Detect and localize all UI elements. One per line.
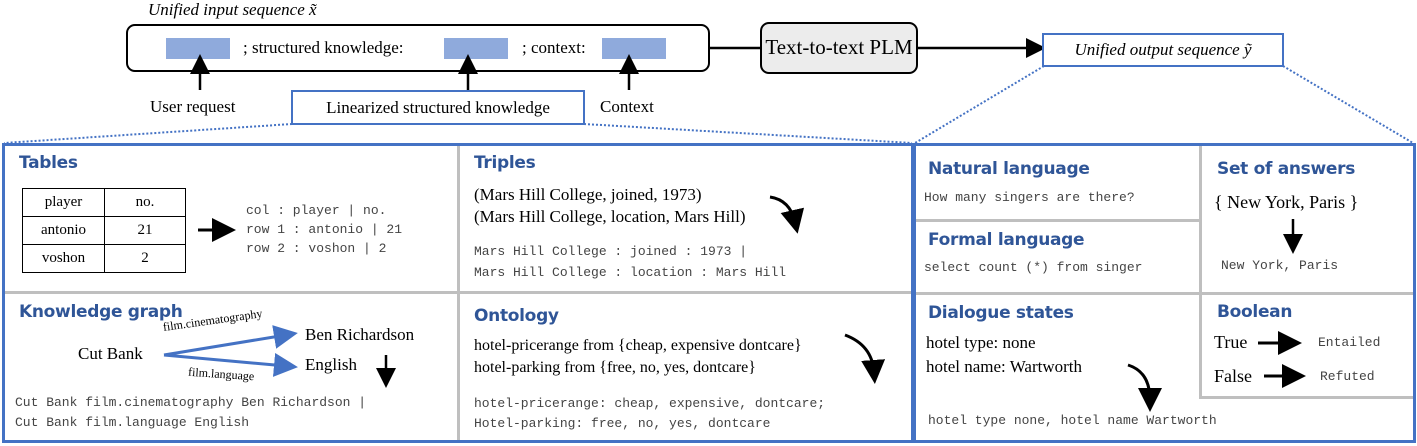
dialogue-states-title: Dialogue states: [928, 303, 1074, 323]
table-row: voshon 2: [22, 244, 186, 273]
answer-set: { New York, Paris }: [1214, 192, 1359, 212]
ontology-item: hotel-parking from {free, no, yes, dontc…: [474, 359, 756, 376]
tables-linearized-line: row 2 : voshon | 2: [246, 241, 387, 256]
tables-linearized-line: col : player | no.: [246, 203, 387, 218]
unified-output-sequence-box: Unified output sequence ỹ: [1042, 33, 1284, 67]
kg-object: English: [305, 355, 357, 374]
structured-knowledge-segment: ; structured knowledge:: [243, 38, 404, 57]
dialogue-state-item: hotel name: Wartworth: [926, 357, 1082, 376]
formal-language-title: Formal language: [928, 230, 1085, 250]
structured-knowledge-slot: [444, 38, 508, 59]
kg-subject: Cut Bank: [78, 344, 143, 363]
boolean-to: Refuted: [1320, 369, 1375, 384]
boolean-to: Entailed: [1318, 335, 1381, 350]
divider: [5, 291, 911, 294]
ontology-linearized-line: hotel-pricerange: cheap, expensive, dont…: [474, 396, 826, 411]
curved-arrow-icon: [163, 195, 886, 388]
ontology-title: Ontology: [474, 306, 559, 326]
answer-set-linearized: New York, Paris: [1221, 258, 1339, 273]
boolean-from: False: [1214, 366, 1252, 386]
triples-title: Triples: [474, 153, 536, 173]
boolean-title: Boolean: [1217, 302, 1293, 322]
triples-linearized-line: Mars Hill College : location : Mars Hill: [474, 265, 787, 280]
user-request-label: User request: [150, 97, 236, 116]
triples-linearized-line: Mars Hill College : joined : 1973 |: [474, 244, 748, 259]
table-cell: 2: [104, 244, 186, 273]
formal-language-example: select count (*) from singer: [924, 260, 1143, 275]
boolean-from: True: [1214, 332, 1248, 352]
kg-linearized-line: Cut Bank film.cinematography Ben Richard…: [15, 395, 367, 410]
arrow-right-icon: [198, 218, 236, 242]
table-cell: 21: [104, 216, 186, 245]
ontology-item: hotel-pricerange from {cheap, expensive …: [474, 337, 802, 354]
set-of-answers-title: Set of answers: [1217, 159, 1356, 179]
dialogue-state-item: hotel type: none: [926, 333, 1036, 352]
dialogue-states-linearized: hotel type none, hotel name Wartworth: [928, 413, 1217, 428]
divider: [916, 219, 1200, 222]
natural-language-title: Natural language: [928, 159, 1090, 179]
divider: [916, 292, 1413, 295]
table-row: antonio 21: [22, 216, 186, 245]
divider: [1199, 146, 1202, 398]
triple-item: (Mars Hill College, location, Mars Hill): [474, 207, 746, 226]
context-segment: ; context:: [522, 38, 586, 57]
plm-label: Text-to-text PLM: [765, 35, 913, 59]
example-table: player no. antonio 21 voshon 2: [22, 188, 186, 273]
natural-language-example: How many singers are there?: [924, 190, 1135, 205]
linearized-label-text: Linearized structured knowledge: [326, 98, 550, 117]
ontology-linearized-line: Hotel-parking: free, no, yes, dontcare: [474, 416, 771, 431]
kg-object: Ben Richardson: [305, 325, 415, 344]
context-slot: [602, 38, 666, 59]
input-sequence-box: [126, 24, 710, 72]
table-header-cell: no.: [104, 188, 186, 217]
output-label: Unified output sequence ỹ: [1074, 40, 1252, 59]
table-cell: voshon: [22, 244, 105, 273]
tables-title: Tables: [19, 153, 78, 173]
tables-linearized-line: row 1 : antonio | 21: [246, 222, 403, 237]
kg-linearized-line: Cut Bank film.language English: [15, 415, 250, 430]
text-to-text-plm-box: Text-to-text PLM: [760, 22, 918, 74]
linearized-structured-knowledge-label: Linearized structured knowledge: [291, 90, 585, 125]
triple-item: (Mars Hill College, joined, 1973): [474, 185, 702, 204]
context-label: Context: [600, 97, 654, 116]
user-request-slot: [166, 38, 230, 59]
input-sequence-title: Unified input sequence x̃: [148, 0, 317, 19]
knowledge-graph-title: Knowledge graph: [19, 302, 183, 322]
divider: [1199, 396, 1413, 399]
